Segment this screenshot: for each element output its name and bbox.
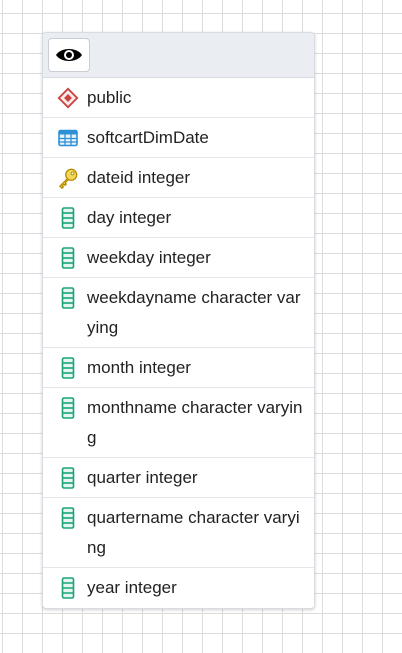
column-row-weekday[interactable]: weekday integer [43,238,314,278]
column-icon [57,287,79,309]
table-name-label: softcartDimDate [87,127,209,147]
column-label: weekday integer [87,247,211,267]
table-node-header [43,33,314,78]
column-icon [57,577,79,599]
column-row-day[interactable]: day integer [43,198,314,238]
column-row-quarter[interactable]: quarter integer [43,458,314,498]
column-icon [57,356,79,379]
column-row-weekdayname[interactable]: weekdayname character varying [43,278,314,348]
column-label: monthname character varying [87,398,303,447]
schema-icon [57,87,79,109]
column-label: weekdayname character varying [87,288,301,337]
column-icon [57,466,79,489]
column-label: day integer [87,207,172,227]
column-icon [57,507,79,529]
column-row-monthname[interactable]: monthname character varying [43,388,314,458]
column-label: dateid integer [87,167,191,187]
column-row-year[interactable]: year integer [43,568,314,608]
eye-icon [56,49,82,61]
column-label: month integer [87,357,191,377]
schema-row: public [43,78,314,118]
column-label: quarter integer [87,467,198,487]
column-row-quartername[interactable]: quartername character varying [43,498,314,568]
primary-key-icon [57,167,79,189]
column-row-month[interactable]: month integer [43,348,314,388]
column-icon [57,397,79,419]
table-icon [57,127,79,149]
column-icon [57,246,79,269]
table-name-row: softcartDimDate [43,118,314,158]
erd-table-node[interactable]: public softcartDimDate dateid integer [42,32,315,609]
column-label: quartername character varying [87,508,300,557]
column-row-dateid[interactable]: dateid integer [43,158,314,198]
toggle-details-button[interactable] [48,38,90,72]
column-label: year integer [87,578,177,597]
schema-label: public [87,87,132,107]
column-icon [57,206,79,229]
